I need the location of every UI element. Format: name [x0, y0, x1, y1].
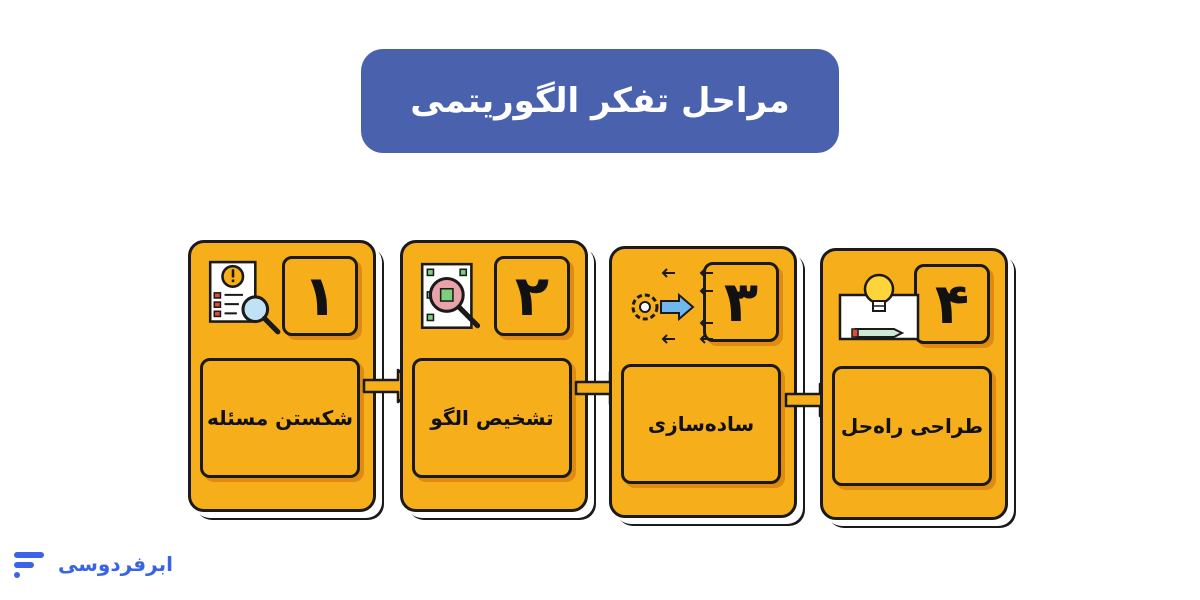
- step-number: ۲: [514, 263, 550, 329]
- step-label: طراحی راه‌حل: [840, 414, 984, 438]
- title-banner: مراحل تفکر الگوریتمی: [361, 49, 839, 153]
- brand-logo: ابرفردوسی: [14, 550, 173, 578]
- step-card-4: ۴ طراحی راه‌حل: [820, 248, 1008, 520]
- document-search-icon: [208, 260, 281, 335]
- number-box: [494, 256, 570, 336]
- pattern-search-icon: [420, 262, 481, 329]
- label-box: ساده‌سازی: [621, 364, 781, 484]
- number-box: [282, 256, 358, 336]
- gear-arrows-icon: [631, 268, 713, 344]
- step-label: ساده‌سازی: [647, 412, 755, 436]
- label-box: شکستن مسئله: [200, 358, 360, 478]
- step-label: شکستن مسئله: [207, 406, 353, 430]
- label-box: تشخیص الگو: [412, 358, 572, 478]
- lightbulb-blueprint-icon: [838, 273, 920, 341]
- label-box: طراحی راه‌حل: [832, 366, 992, 486]
- brand-name: ابرفردوسی: [58, 552, 173, 576]
- diagram-title: مراحل تفکر الگوریتمی: [410, 81, 790, 121]
- step-number: ۱: [302, 263, 338, 329]
- step-number: ۳: [723, 269, 759, 335]
- number-box: [703, 262, 779, 342]
- number-box: [914, 264, 990, 344]
- step-card-2: ۲ تشخیص الگو: [400, 240, 588, 512]
- step-number: ۴: [934, 271, 970, 337]
- step-label: تشخیص الگو: [430, 406, 554, 430]
- step-card-3: ۳ ساده‌سازی: [609, 246, 797, 518]
- brand-mark-icon: [14, 552, 44, 578]
- step-card-1: ۱ شکستن مسئله: [188, 240, 376, 512]
